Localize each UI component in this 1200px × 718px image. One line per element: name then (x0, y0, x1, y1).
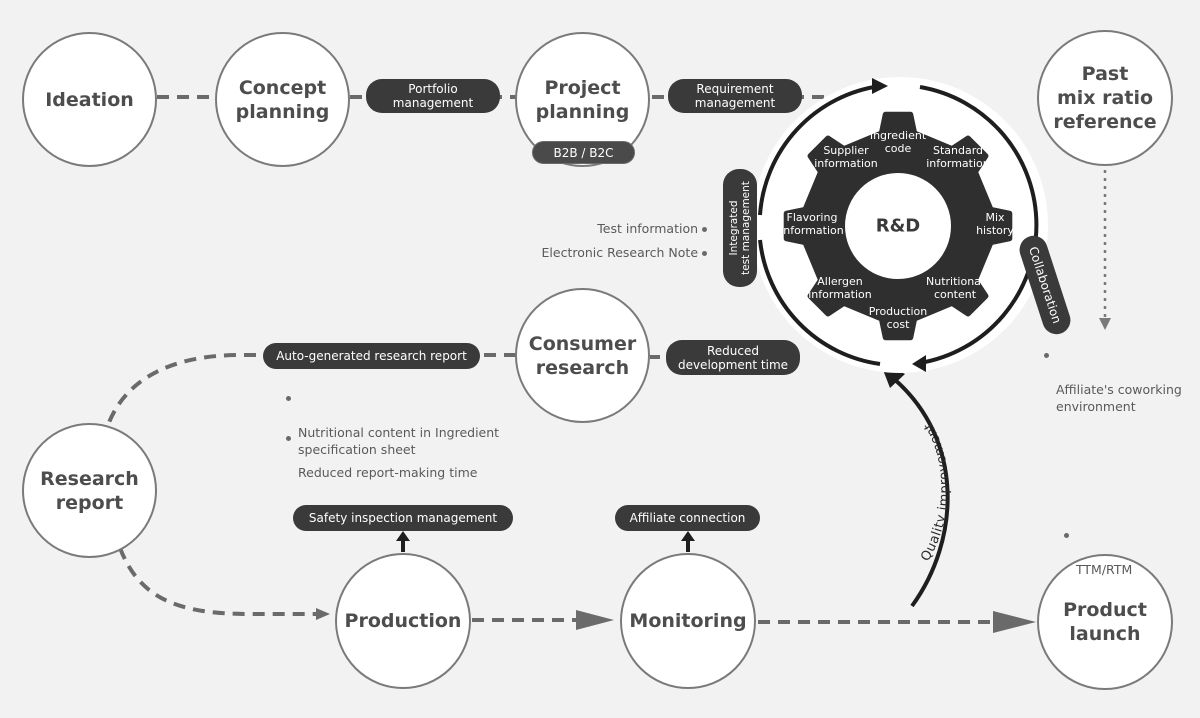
gear-item-production-cost: Production cost (868, 305, 928, 331)
quality-improvement-arc (891, 376, 950, 608)
node-production: Production (335, 553, 471, 689)
pill-portfolio-management: Portfolio management (366, 79, 500, 113)
pill-b2b-b2c: B2B / B2C (532, 141, 635, 164)
rd-gear-hub (845, 173, 951, 279)
gear-item-supplier-information: Supplier information (814, 144, 878, 170)
gear-item-standard-information: Standard information (926, 144, 990, 170)
node-ideation: Ideation (22, 32, 157, 167)
node-research-report: Research report (22, 423, 157, 558)
connector-consumer-report (106, 353, 516, 426)
arrowhead-pastmix (1099, 318, 1111, 330)
pill-reduced-development-time: Reduced development time (666, 340, 800, 375)
note-affiliate-coworking: Affiliate's coworking environment (1042, 347, 1192, 432)
note-reduced-report-time: Reduced report-making time (284, 430, 524, 498)
connector-report-production (118, 547, 318, 616)
pill-auto-generated-report: Auto-generated research report (263, 343, 480, 369)
quality-improvement-label: Quality improvement (918, 419, 952, 564)
gear-item-ingredient-code: Ingredient code (869, 129, 927, 155)
node-concept-planning: Concept planning (215, 32, 350, 167)
arrowhead-monitoring (576, 610, 614, 630)
gear-item-nutritional-content: Nutritional content (926, 275, 984, 301)
note-nutritional-spec: Nutritional content in Ingredient specif… (284, 390, 524, 475)
pill-integrated-test-management: Integrated test management (723, 169, 757, 287)
rd-cycle-arc-left (758, 239, 881, 366)
pill-safety-inspection: Safety inspection management (293, 505, 513, 531)
rd-center-label: R&D (875, 215, 921, 237)
rd-cycle-arc-right (919, 85, 1039, 365)
node-monitoring: Monitoring (620, 553, 756, 689)
note-electronic-research-note: Electronic Research Note (520, 227, 707, 261)
node-product-launch: Product launch (1037, 554, 1173, 690)
arrowhead-launch (993, 611, 1036, 633)
gear-item-flavoring-information: Flavoring information (780, 211, 844, 237)
note-ttm-rtm: TTM/RTM (1062, 527, 1162, 595)
node-past-mix-ratio: Past mix ratio reference (1037, 30, 1173, 166)
pill-affiliate-connection: Affiliate connection (615, 505, 760, 531)
note-test-information: Test information (560, 203, 707, 237)
gear-item-allergen-information: Allergen information (808, 275, 872, 301)
pill-requirement-management: Requirement management (668, 79, 802, 113)
gear-item-mix-history: Mix history (976, 211, 1014, 237)
node-consumer-research: Consumer research (515, 288, 650, 423)
arrowhead-production (316, 608, 330, 620)
rd-cycle-arc-top (758, 84, 881, 216)
